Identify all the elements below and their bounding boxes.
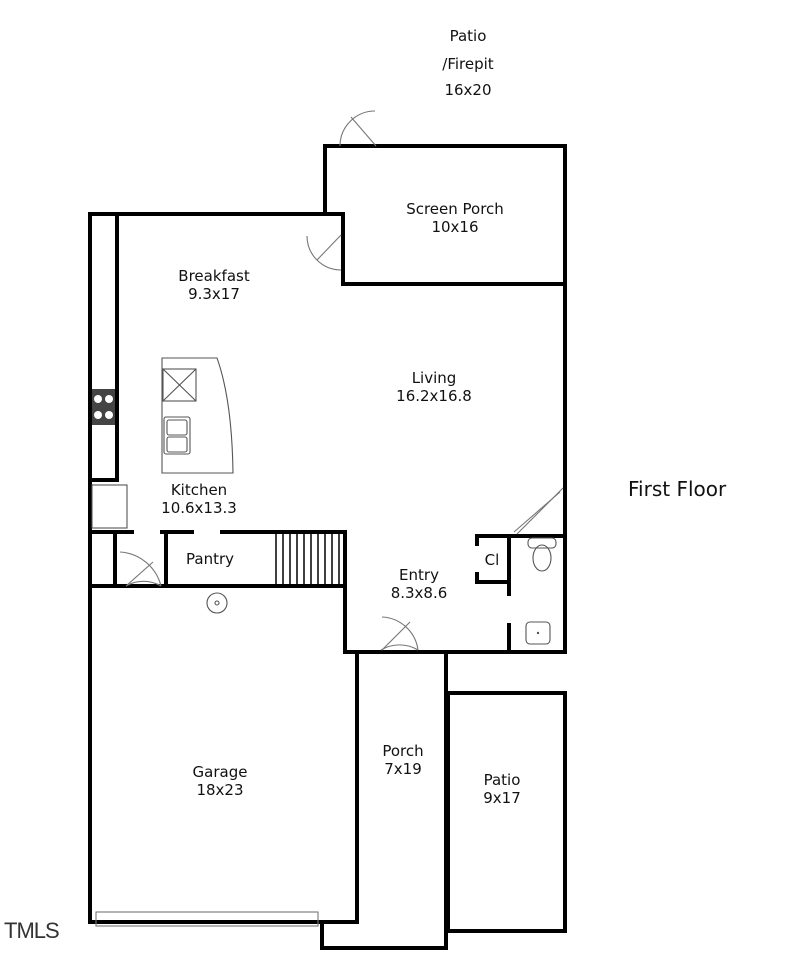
room-name: Pantry: [186, 550, 234, 568]
room-name: Garage: [192, 763, 248, 781]
watermark-logo: TMLS: [4, 918, 60, 943]
room-entry: Entry 8.3x8.6: [391, 566, 448, 602]
room-patio: Patio 9x17: [483, 771, 521, 807]
room-size: 16.2x16.8: [396, 387, 472, 405]
room-size: 9.3x17: [188, 285, 240, 303]
room-name: Cl: [484, 551, 500, 569]
room-size: 10.6x13.3: [161, 499, 237, 517]
interior-walls: [90, 214, 565, 652]
room-kitchen: Kitchen 10.6x13.3: [161, 481, 237, 517]
floor-title: First Floor: [628, 477, 727, 501]
garage-door: [95, 911, 319, 927]
room-name: Screen Porch: [406, 200, 504, 218]
room-closet: Cl: [485, 551, 500, 569]
door-swings: [119, 110, 564, 651]
bath-fixtures: [525, 537, 557, 645]
room-size: 10x16: [431, 218, 479, 236]
room-breakfast: Breakfast 9.3x17: [178, 267, 249, 303]
room-size: 9x17: [483, 789, 521, 807]
room-name: Entry: [399, 566, 439, 584]
room-name: Breakfast: [178, 267, 250, 285]
room-screen-porch: Screen Porch 10x16: [406, 200, 504, 236]
room-name-cont: /Firepit: [442, 55, 494, 73]
room-pantry: Pantry: [186, 550, 234, 568]
room-size: 8.3x8.6: [390, 584, 448, 602]
stairs: [275, 532, 340, 584]
room-size: 16x20: [444, 81, 492, 99]
room-living: Living 16.2x16.8: [396, 369, 472, 405]
room-garage: Garage 18x23: [193, 763, 248, 799]
kitchen-fixtures: [91, 357, 234, 614]
room-name: Patio: [449, 27, 487, 45]
exterior-walls: [88, 144, 567, 950]
room-name: Porch: [382, 742, 424, 760]
room-name: Patio: [483, 771, 521, 789]
room-patio-firepit: Patio /Firepit 16x20: [442, 20, 493, 105]
room-size: 7x19: [384, 760, 422, 778]
room-name: Kitchen: [170, 481, 228, 499]
room-porch: Porch 7x19: [382, 742, 423, 778]
room-name: Living: [411, 369, 457, 387]
room-size: 18x23: [196, 781, 244, 799]
